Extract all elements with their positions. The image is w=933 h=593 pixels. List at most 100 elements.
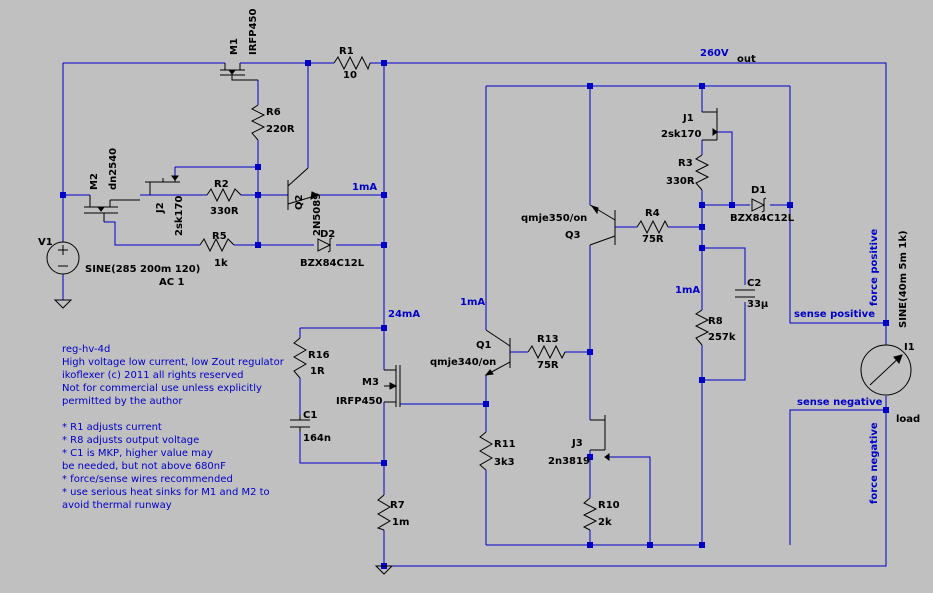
- r2-value: 330R: [210, 206, 239, 217]
- r5-ref: R5: [212, 231, 227, 242]
- r6-ref: R6: [266, 107, 281, 118]
- j3-ref: J3: [571, 438, 583, 449]
- mosfet-m3: [384, 365, 401, 407]
- comment-line-6: * R1 adjusts current: [62, 422, 162, 433]
- jfet-j1: [702, 108, 718, 141]
- comment-line-1: High voltage low current, low Zout regul…: [62, 357, 285, 368]
- comment-block: reg-hv-4d High voltage low current, low …: [62, 344, 285, 511]
- transistor-q2: [287, 167, 320, 210]
- net-load: load: [896, 414, 920, 425]
- resistor-r16: [293, 337, 307, 379]
- comment-line-8: * C1 is MKP, higher value may: [62, 448, 213, 459]
- q3-value: qmje350/on: [521, 213, 587, 224]
- net-sense-positive: sense positive: [794, 309, 875, 320]
- r3-ref: R3: [678, 158, 693, 169]
- resistor-r13: [527, 344, 566, 360]
- q3-ref: Q3: [565, 230, 581, 241]
- junctions: [60, 60, 889, 569]
- c1-ref: C1: [303, 410, 317, 421]
- ground-symbol-v1: [53, 299, 73, 309]
- transistor-q3: [589, 204, 616, 246]
- m1-ref: M1: [229, 38, 240, 55]
- v1-ref: V1: [38, 237, 53, 248]
- current-source-i1: [860, 344, 912, 396]
- zener-d1: [751, 197, 767, 213]
- comment-line-2: ikoflexer (c) 2011 all rights reserved: [62, 370, 243, 381]
- r4-ref: R4: [645, 208, 660, 219]
- d1-ref: D1: [751, 185, 766, 196]
- net-force-negative: force negative: [869, 422, 880, 504]
- comment-line-3: Not for commercial use unless explicitly: [62, 383, 262, 394]
- r1-value: 10: [343, 70, 357, 81]
- mosfet-m1: [220, 63, 258, 81]
- resistor-r7: [376, 494, 391, 531]
- m1-value: IRFP450: [248, 9, 259, 55]
- current-m3: 24mA: [388, 309, 420, 320]
- r16-ref: R16: [308, 350, 330, 361]
- m2-ref: M2: [89, 173, 100, 190]
- r5-value: 1k: [214, 258, 228, 269]
- net-force-positive: force positive: [869, 229, 880, 306]
- net-out: out: [737, 54, 756, 65]
- r2-ref: R2: [214, 179, 229, 190]
- m3-ref: M3: [362, 377, 379, 388]
- v1-value: SINE(285 200m 120): [85, 264, 200, 275]
- d1-value: BZX84C12L: [730, 213, 795, 224]
- current-q2: 1mA: [352, 182, 377, 193]
- jfet-j3: [590, 415, 610, 461]
- r11-value: 3k3: [494, 457, 515, 468]
- c2-ref: C2: [747, 278, 761, 289]
- comment-line-0: reg-hv-4d: [62, 344, 110, 355]
- comment-line-11: * use serious heat sinks for M1 and M2 t…: [62, 487, 270, 498]
- r13-ref: R13: [537, 334, 559, 345]
- resistor-r4: [636, 219, 669, 235]
- resistor-r3: [694, 154, 710, 191]
- jfet-j2: [145, 175, 180, 195]
- m3-value: IRFP450: [336, 396, 382, 407]
- j2-value: 2sk170: [174, 196, 185, 236]
- r1-ref: R1: [339, 46, 354, 57]
- r13-value: 75R: [537, 360, 559, 371]
- r10-value: 2k: [598, 517, 612, 528]
- comment-line-12: avoid thermal runway: [62, 500, 172, 511]
- i1-ref: I1: [904, 342, 915, 353]
- comment-line-4: permitted by the author: [62, 396, 183, 407]
- mosfet-m2: [84, 195, 140, 222]
- r16-value: 1R: [310, 366, 325, 377]
- resistor-r6: [250, 104, 266, 141]
- net-260v: 260V: [700, 48, 729, 59]
- j2-ref: J2: [155, 202, 166, 214]
- r6-value: 220R: [266, 124, 295, 135]
- resistor-r11: [479, 431, 493, 471]
- q2-ref: Q2: [294, 194, 305, 210]
- c2-value: 33µ: [747, 299, 769, 310]
- d2-value: BZX84C12L: [300, 258, 365, 269]
- r4-value: 75R: [642, 234, 664, 245]
- current-q1: 1mA: [460, 297, 485, 308]
- current-r8: 1mA: [675, 285, 700, 296]
- r10-ref: R10: [598, 500, 620, 511]
- j3-value: 2n3819: [548, 456, 590, 467]
- zener-d2: [317, 237, 333, 253]
- voltage-source-v1: [46, 241, 80, 275]
- q1-value: qmje340/on: [430, 357, 496, 368]
- transistor-q1: [484, 329, 511, 376]
- comment-line-9: be needed, but not above 680nF: [62, 461, 226, 472]
- v1-ac: AC 1: [159, 277, 185, 288]
- r3-value: 330R: [666, 176, 695, 187]
- i1-value: SINE(40m 5m 1k): [898, 230, 909, 328]
- resistor-r8: [694, 309, 710, 346]
- resistor-r5: [199, 237, 235, 253]
- r8-value: 257k: [708, 332, 736, 343]
- r7-value: 1m: [392, 517, 409, 528]
- q2-value: 2N5089: [312, 193, 323, 236]
- r8-ref: R8: [708, 316, 723, 327]
- capacitor-c1: [290, 415, 310, 432]
- r11-ref: R11: [494, 439, 516, 450]
- j1-ref: J1: [682, 113, 694, 124]
- capacitor-c2: [735, 289, 755, 298]
- resistor-r1: [333, 55, 371, 71]
- d2-ref: D2: [320, 229, 335, 240]
- net-sense-negative: sense negative: [797, 397, 883, 408]
